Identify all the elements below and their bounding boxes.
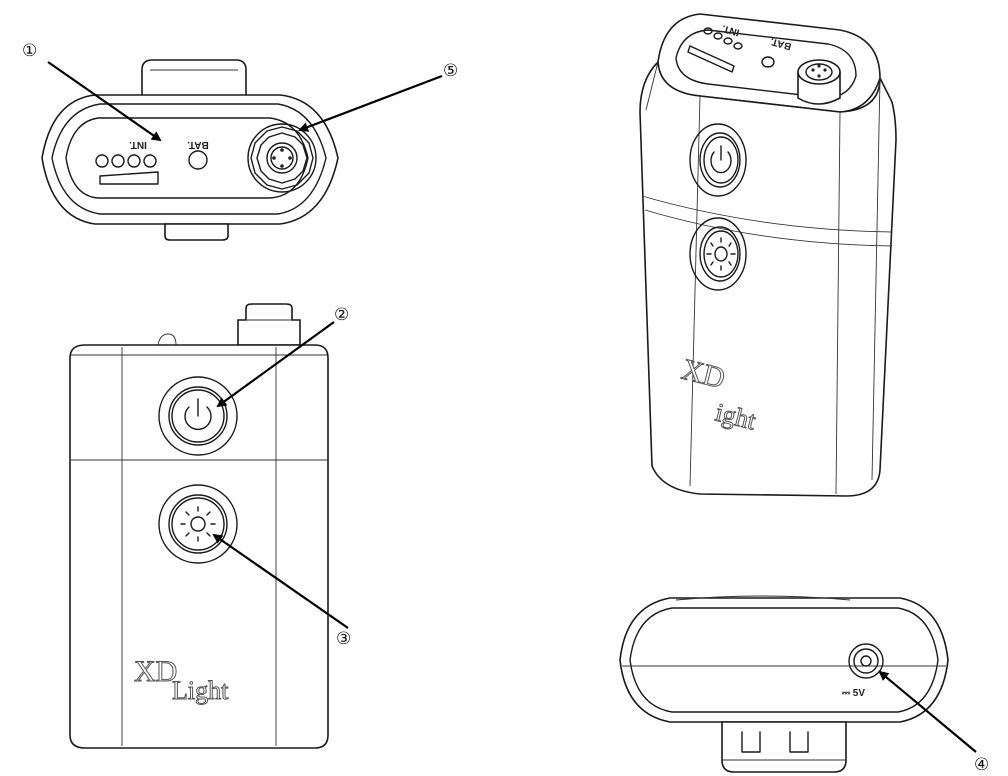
front-logo-light: Light: [172, 676, 229, 705]
callout-arrow-4: [878, 670, 977, 753]
led-indicator-4: [143, 154, 157, 168]
callout-label-2: ②: [334, 305, 349, 325]
iso-connector[interactable]: [797, 59, 841, 105]
iso-int-label: INT.: [720, 22, 740, 38]
iso-intensity-wedge: [687, 45, 735, 73]
intensity-wedge: [99, 171, 159, 185]
front-logo-xd: XD: [134, 655, 177, 688]
top-bat-label: BAT.: [187, 139, 209, 150]
top-view: INT. BAT.: [41, 59, 339, 241]
iso-led-indicators: [703, 27, 743, 50]
power-button[interactable]: [158, 376, 238, 456]
iso-body: [639, 60, 897, 497]
light-button[interactable]: [158, 484, 238, 564]
top-view-body: [41, 94, 339, 225]
belt-clip-bottom: [721, 721, 847, 773]
top-int-label: INT.: [129, 139, 147, 150]
connector-socket[interactable]: [247, 123, 317, 193]
callout-arrow-3: [212, 533, 349, 629]
iso-battery-check-button[interactable]: [761, 56, 775, 68]
front-view-body: [69, 344, 329, 749]
callout-arrow-2: [216, 321, 335, 408]
callout-arrow-1: [47, 61, 162, 142]
light-icon: [180, 506, 216, 542]
led-indicator-1: [95, 154, 109, 168]
iso-light-button[interactable]: [689, 217, 747, 291]
callout-label-3: ③: [336, 629, 351, 649]
bottom-view-body: [619, 597, 949, 723]
battery-check-button[interactable]: [188, 150, 208, 170]
led-indicator-2: [111, 154, 125, 168]
callout-label-4: ④: [974, 755, 989, 775]
dc-power-jack[interactable]: [848, 643, 884, 679]
iso-light-icon: [706, 237, 736, 271]
power-rating-label: ⎓ 5V: [842, 688, 865, 699]
bottom-view: ⎓ 5V: [619, 595, 949, 773]
iso-power-icon: [710, 151, 732, 174]
power-icon: [184, 406, 212, 430]
callout-arrow-5: [298, 74, 443, 132]
front-connector-nub: [237, 303, 301, 346]
led-indicator-3: [127, 154, 141, 168]
iso-view: INT. BAT.: [639, 13, 897, 497]
belt-clip-top: [141, 59, 247, 99]
callout-label-1: ①: [22, 41, 37, 61]
front-view: XD Light: [69, 303, 329, 749]
callouts: ① ⑤ ② ③ ④: [22, 41, 989, 775]
iso-power-button[interactable]: [689, 123, 747, 197]
callout-label-5: ⑤: [443, 61, 458, 81]
